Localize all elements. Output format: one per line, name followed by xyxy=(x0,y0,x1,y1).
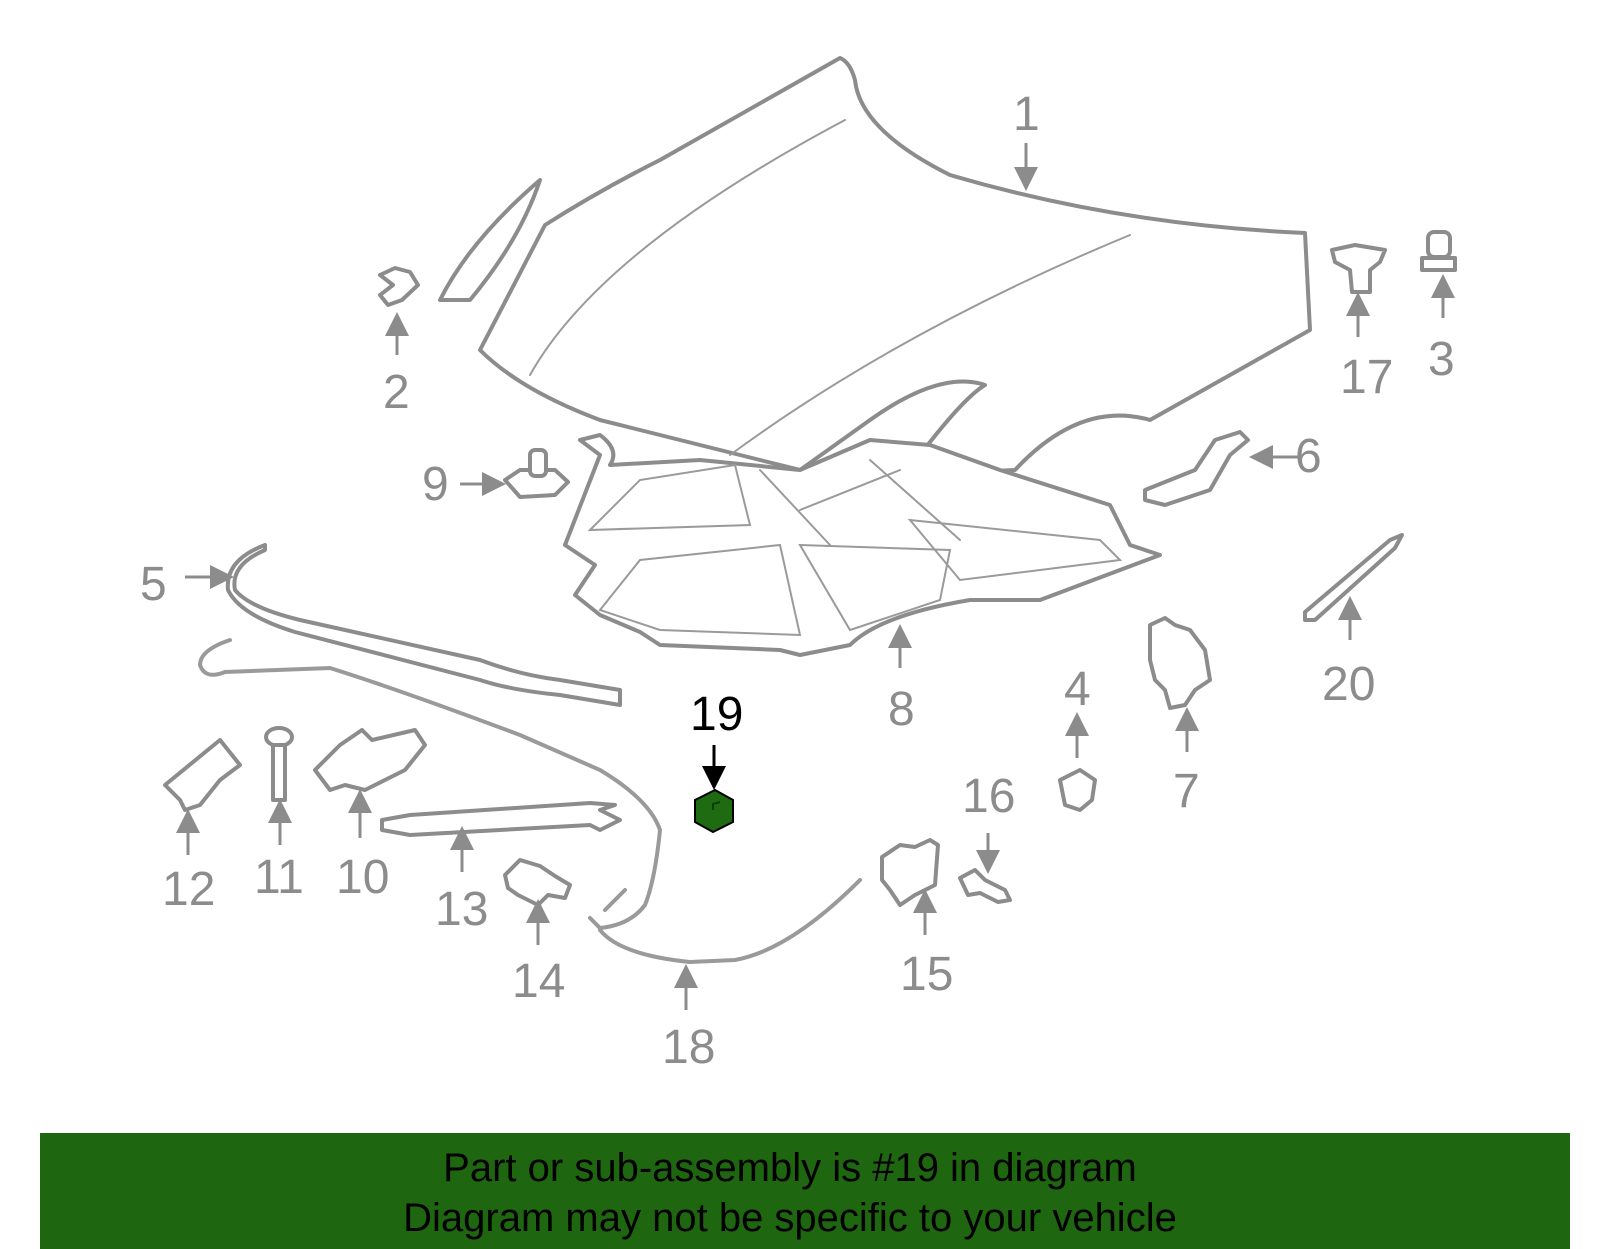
part-12-bracket xyxy=(163,738,242,812)
callout-15: 15 xyxy=(900,948,953,1001)
callout-4: 4 xyxy=(1064,663,1091,716)
callout-17: 17 xyxy=(1340,351,1393,404)
callout-14: 14 xyxy=(512,955,565,1008)
part-1-hood xyxy=(438,56,1312,477)
part-18-release-cable xyxy=(197,638,862,965)
callout-labels: 1 2 3 4 5 6 7 8 9 10 11 12 13 14 15 16 1… xyxy=(140,88,1455,1074)
banner-part-note: Part or sub-assembly is #19 in diagram xyxy=(443,1146,1137,1190)
callout-11: 11 xyxy=(254,851,304,904)
callout-16: 16 xyxy=(962,770,1015,823)
parts-diagram: 1 2 3 4 5 6 7 8 9 10 11 12 13 14 15 16 1… xyxy=(140,56,1457,1074)
part-4-bumper xyxy=(1058,768,1097,812)
callout-19-highlighted: 19 xyxy=(690,688,743,741)
part-8-hood-inner-panel xyxy=(563,433,1162,657)
callout-20: 20 xyxy=(1322,658,1375,711)
part-17-bumper xyxy=(1330,243,1387,294)
callout-2: 2 xyxy=(383,366,410,419)
part-19-highlighted xyxy=(694,788,734,834)
part-9-stud xyxy=(503,448,570,499)
part-10-bracket xyxy=(313,728,427,792)
callout-12: 12 xyxy=(162,863,215,916)
part-7-hinge xyxy=(1148,616,1212,710)
callout-13: 13 xyxy=(435,883,488,936)
part-3-bumper-stop xyxy=(1420,230,1457,272)
callout-5: 5 xyxy=(140,558,167,611)
part-13-support-rod xyxy=(380,801,622,837)
part-11-prop-rod xyxy=(264,726,294,802)
part-14-clip xyxy=(503,858,572,907)
part-15-hood-latch xyxy=(880,838,940,907)
callout-10: 10 xyxy=(336,851,389,904)
part-16-bolt xyxy=(958,868,1012,904)
callout-1: 1 xyxy=(1013,88,1040,141)
part-2-clip xyxy=(378,266,420,307)
banner-disclaimer: Diagram may not be specific to your vehi… xyxy=(403,1196,1177,1240)
callout-7: 7 xyxy=(1173,765,1200,818)
callout-6: 6 xyxy=(1295,430,1322,483)
part-6-bracket xyxy=(1143,430,1250,507)
info-banner: Part or sub-assembly is #19 in diagram D… xyxy=(40,1133,1570,1249)
part-5-weatherstrip xyxy=(225,543,622,707)
leader-arrows xyxy=(176,143,1455,1010)
part-20-seal xyxy=(1303,533,1404,622)
callout-8: 8 xyxy=(888,683,915,736)
callout-3: 3 xyxy=(1428,333,1455,386)
callout-18: 18 xyxy=(662,1021,715,1074)
callout-9: 9 xyxy=(422,458,449,511)
